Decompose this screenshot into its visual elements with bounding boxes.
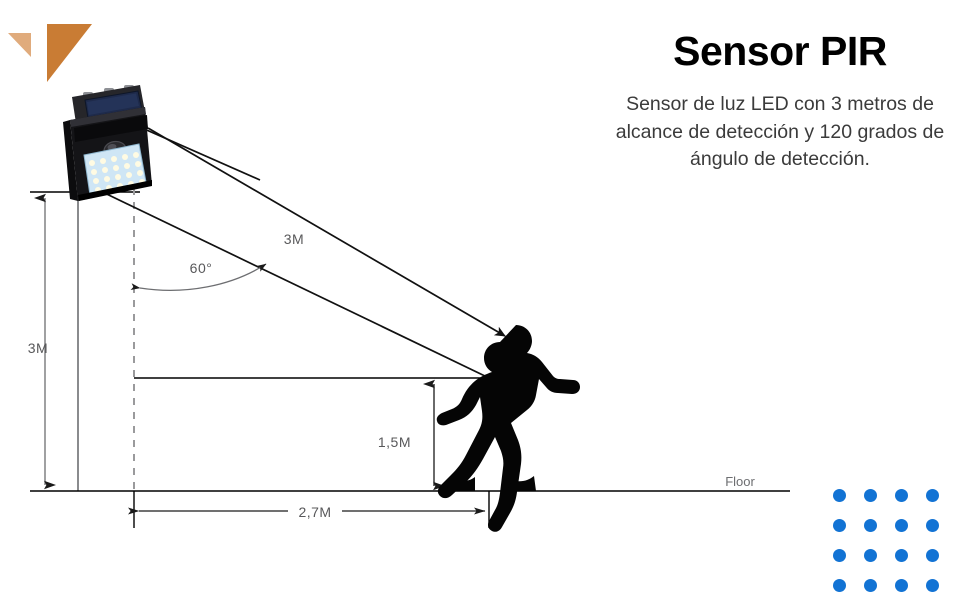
grid-dot	[895, 519, 908, 532]
grid-dot	[864, 489, 877, 502]
dot-grid	[833, 489, 957, 600]
grid-dot	[864, 579, 877, 592]
running-person-silhouette	[436, 325, 580, 532]
device-upper-band	[74, 115, 148, 142]
grid-dot	[926, 579, 939, 592]
grid-dot	[926, 519, 939, 532]
grid-dot	[833, 579, 846, 592]
page-title: Sensor PIR	[673, 28, 887, 74]
device-led-array	[89, 152, 145, 193]
dimension-person-height: 1,5M	[378, 379, 445, 491]
page-description: Sensor de luz LED con 3 metros de alcanc…	[615, 93, 945, 171]
detection-ray-back-arrow	[132, 123, 261, 181]
detection-rays	[89, 123, 506, 378]
dimension-detection-range: 3M	[274, 228, 314, 247]
dimension-ground-distance: 2,7M	[128, 501, 486, 520]
grid-dot	[926, 489, 939, 502]
detection-ray-lower	[89, 185, 488, 378]
grid-dot	[833, 519, 846, 532]
triangle-logo	[8, 24, 92, 82]
grid-dot	[895, 489, 908, 502]
device-body-edge	[70, 107, 146, 127]
logo-triangle-large	[47, 24, 92, 82]
ground-distance-label: 2,7M	[298, 504, 331, 520]
grid-dot	[895, 549, 908, 562]
dimension-wall-height: 3M	[28, 193, 56, 490]
angle-arc	[130, 263, 267, 291]
grid-dot	[833, 549, 846, 562]
grid-dot	[895, 579, 908, 592]
diagram-structure	[30, 188, 790, 528]
solar-led-pir-light-device	[63, 85, 152, 201]
grid-dot	[926, 549, 939, 562]
grid-dot	[833, 489, 846, 502]
detection-ray-upper	[147, 127, 506, 337]
dimension-detection-angle: 60°	[130, 258, 267, 291]
device-solar-panel-highlight	[87, 93, 139, 115]
text-block: Sensor PIR Sensor de luz LED con 3 metro…	[600, 28, 960, 174]
detection-angle-label: 60°	[190, 260, 213, 276]
logo-triangle-small	[8, 33, 31, 57]
device-bottom-edge	[78, 180, 152, 201]
detection-range-label: 3M	[284, 231, 304, 247]
floor-label: Floor	[725, 474, 755, 489]
person-height-label: 1,5M	[378, 434, 411, 450]
wall-height-label: 3M	[28, 340, 48, 356]
grid-dot	[864, 519, 877, 532]
grid-dot	[864, 549, 877, 562]
device-side-face	[63, 120, 78, 201]
